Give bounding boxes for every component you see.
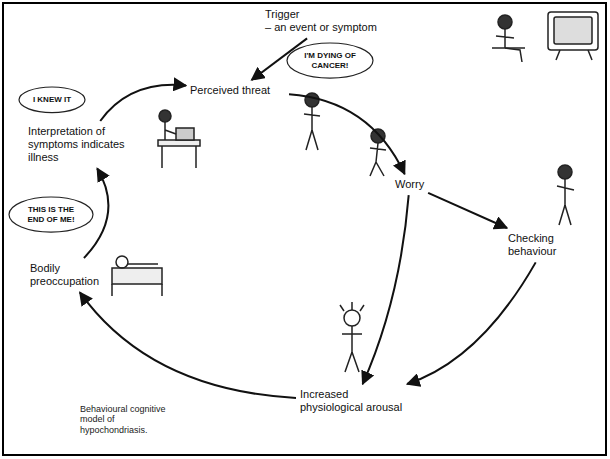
- cycle-arrow: [428, 193, 507, 228]
- cartoon-figures: [112, 12, 598, 372]
- stage-text: Checking behaviour: [508, 232, 583, 258]
- stage-label: Interpretation of symptoms indicates ill…: [28, 125, 138, 165]
- speech-text: I'M DYING OF CANCER!: [297, 51, 363, 70]
- bubble-outline: [287, 43, 373, 78]
- stage-text: Worry: [395, 178, 424, 191]
- cycle-arrow: [80, 292, 296, 398]
- figure-caption: Behavioural cognitive model of hypochond…: [80, 404, 180, 435]
- speech-text: I KNEW IT: [33, 95, 71, 105]
- stage-label: Perceived threat: [190, 84, 285, 97]
- speech-bubble: THIS IS THE END OF ME!: [12, 200, 90, 229]
- speech-bubble: I KNEW IT: [22, 90, 82, 110]
- cycle-arrow: [100, 85, 186, 121]
- bubble-outline: [9, 197, 93, 232]
- cycle-arrow: [289, 94, 405, 174]
- cycle-arrow: [407, 262, 536, 384]
- bubble-outline: [19, 87, 85, 113]
- stage-text: Perceived threat: [190, 84, 285, 97]
- speech-bubble: I'M DYING OF CANCER!: [290, 46, 370, 75]
- stage-label: Increased physiological arousal: [300, 388, 410, 414]
- stage-text: Bodily preoccupation: [30, 262, 105, 288]
- stage-text: Interpretation of symptoms indicates ill…: [28, 125, 138, 165]
- stage-label: Checking behaviour: [508, 232, 583, 258]
- frame: [3, 3, 606, 455]
- stage-label: Trigger– an event or symptom: [265, 8, 395, 34]
- cycle-arrow: [363, 195, 409, 384]
- stage-text: Increased physiological arousal: [300, 388, 410, 414]
- stage-text: Trigger: [265, 8, 395, 21]
- stage-label: Bodily preoccupation: [30, 262, 105, 288]
- speech-text: THIS IS THE END OF ME!: [19, 205, 83, 224]
- stage-label: Worry: [395, 178, 424, 191]
- stage-subtext: – an event or symptom: [265, 21, 395, 34]
